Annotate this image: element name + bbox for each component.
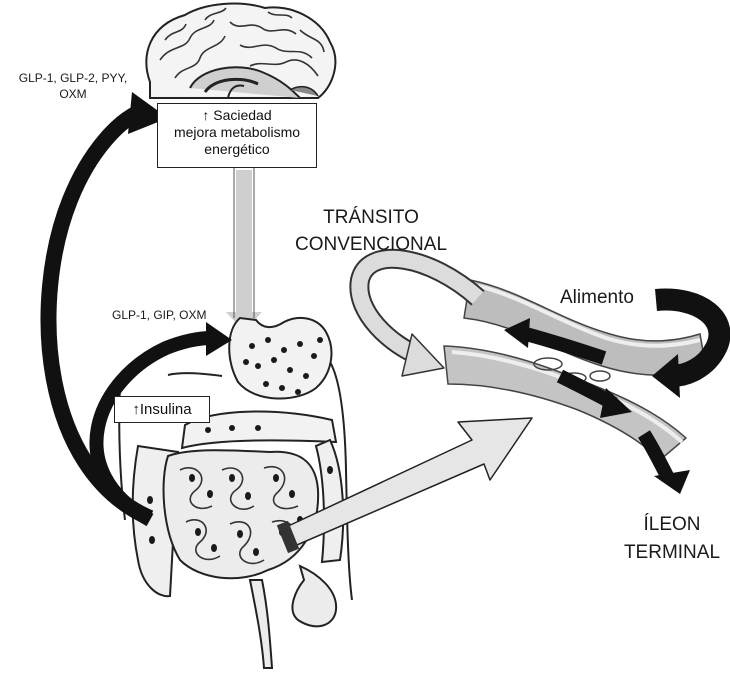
ileon-line1: ÍLEON: [612, 511, 730, 539]
intestines-illustration: [133, 412, 343, 668]
satiety-line2: mejora metabolismo: [158, 124, 316, 141]
transit-line1: TRÁNSITO: [285, 204, 457, 231]
satiety-box: ↑ Saciedad mejora metabolismo energético: [157, 103, 317, 168]
satiety-line1: ↑ Saciedad: [158, 107, 316, 124]
esophagus-arrow: [226, 170, 262, 332]
satiety-line3: energético: [158, 141, 316, 158]
ileon-line2: TERMINAL: [612, 539, 730, 567]
brain-hormones-line1: GLP-1, GLP-2, PYY,: [4, 70, 142, 86]
conventional-transit-label: TRÁNSITO CONVENCIONAL: [285, 204, 457, 258]
terminal-ileum-label: ÍLEON TERMINAL: [612, 511, 730, 567]
brain-illustration: [146, 4, 335, 98]
food-label: Alimento: [560, 287, 634, 309]
brain-hormones-label: GLP-1, GLP-2, PYY, OXM: [4, 70, 142, 102]
gut-hormones-label: GLP-1, GIP, OXM: [112, 308, 206, 322]
stomach-illustration: [229, 318, 331, 399]
transit-line2: CONVENCIONAL: [285, 231, 457, 258]
brain-hormones-line2: OXM: [4, 86, 142, 102]
insulin-box: ↑Insulina: [114, 396, 210, 423]
